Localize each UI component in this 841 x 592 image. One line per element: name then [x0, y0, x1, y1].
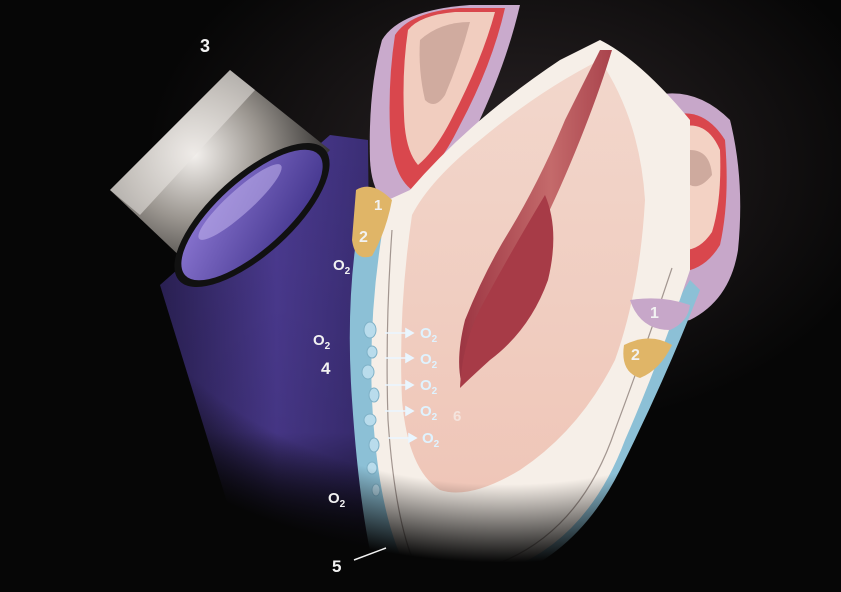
label-plaque-right: 2	[631, 347, 640, 364]
label-enamel: 5	[332, 557, 341, 576]
label-gum-upper-left: 1	[374, 197, 382, 214]
label-lamp: 3	[200, 36, 210, 56]
label-dentin: 6	[453, 408, 461, 425]
label-plaque-upper-left: 2	[359, 229, 368, 246]
label-bleach-gel: 4	[321, 359, 331, 378]
label-gum-right: 1	[650, 305, 659, 322]
